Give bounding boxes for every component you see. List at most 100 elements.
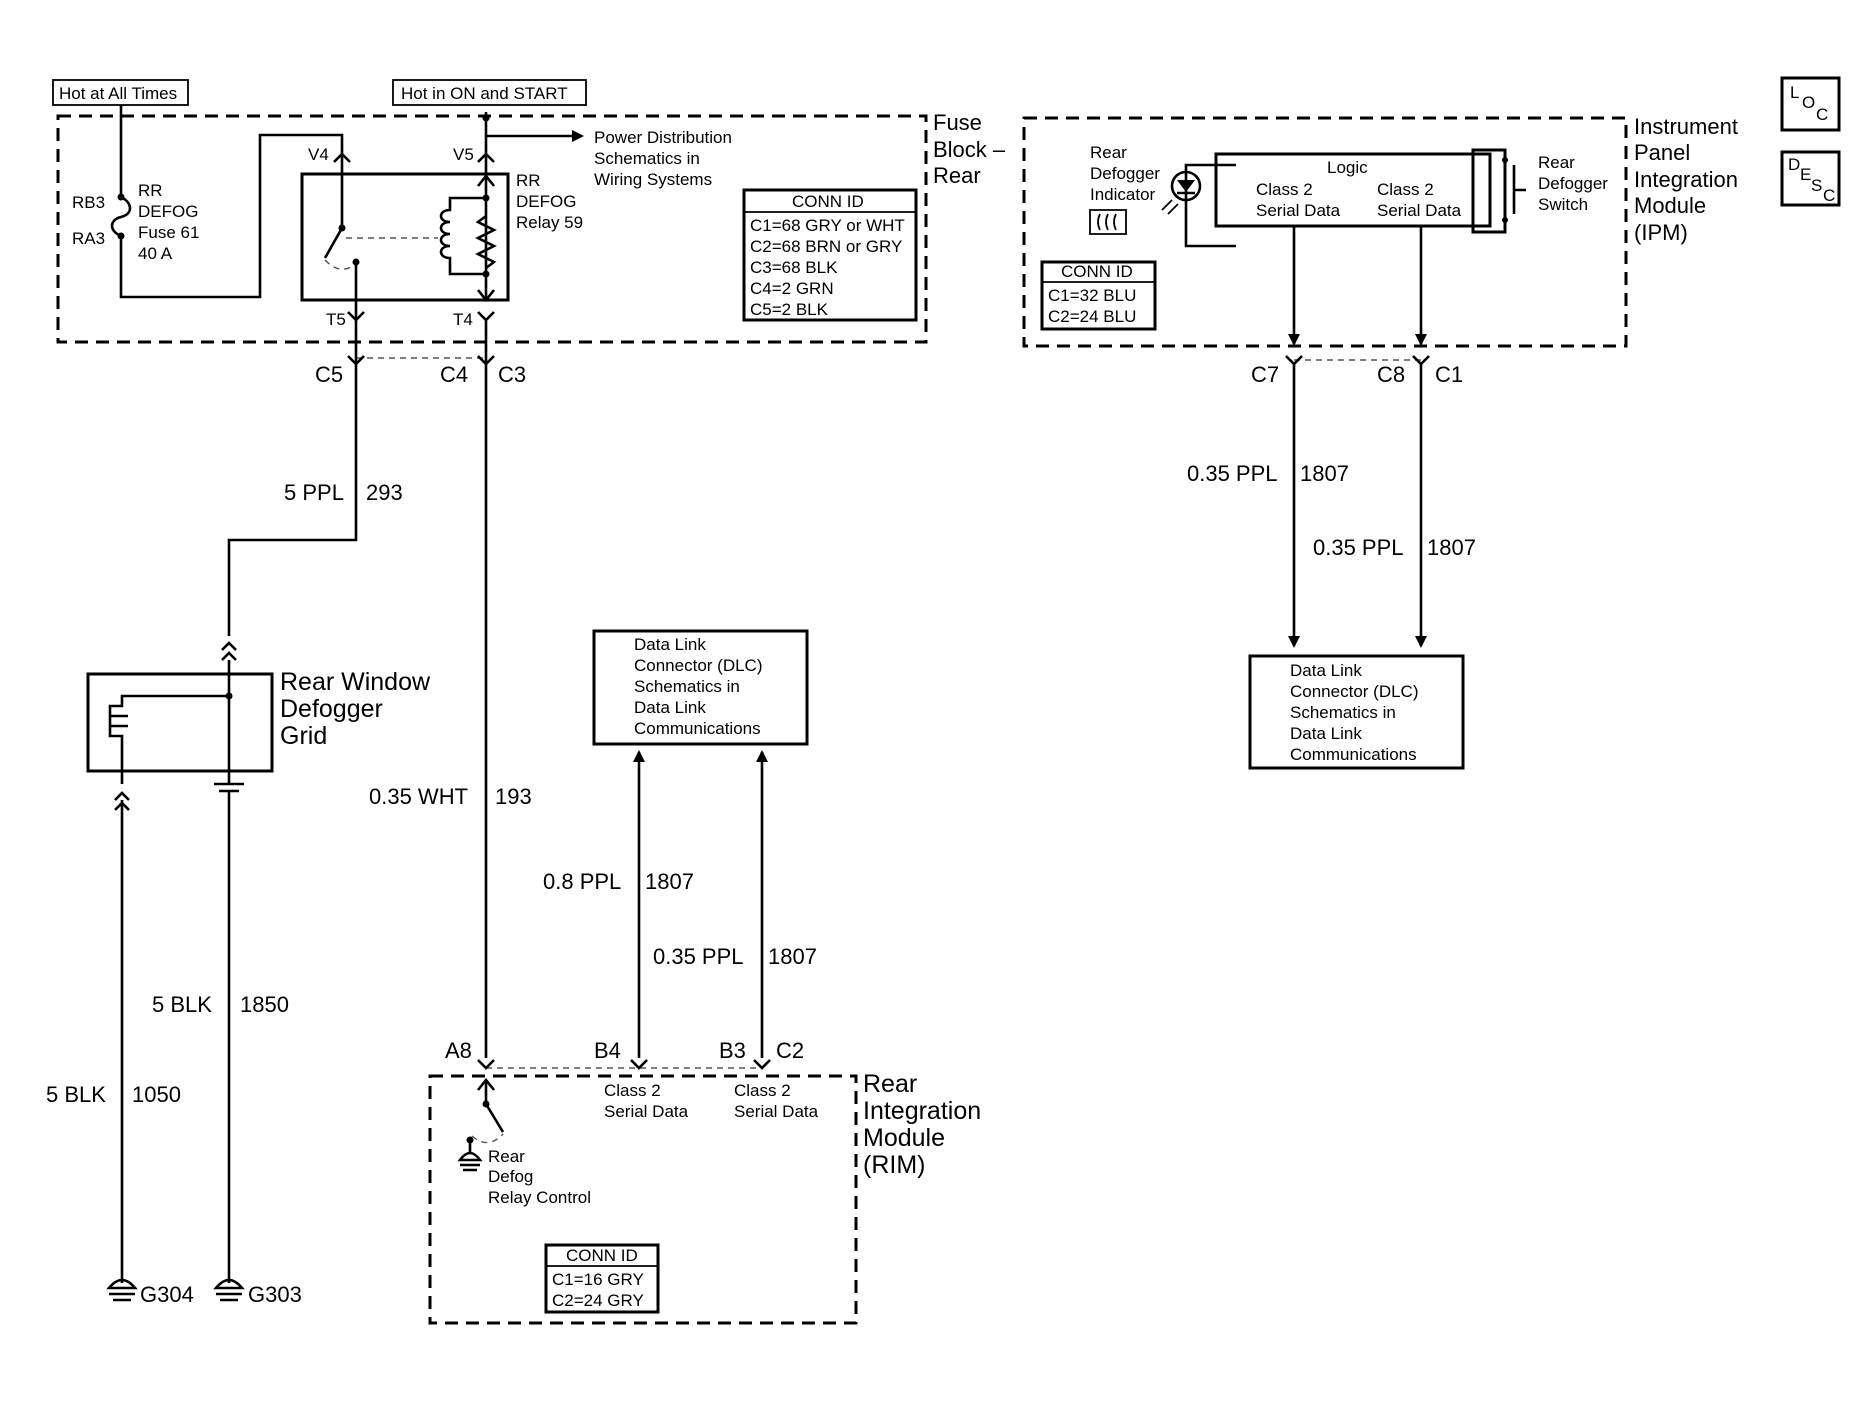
- dlc-rim-line-5: Communications: [634, 719, 761, 738]
- ipm-conn-c1: C1=32 BLU: [1048, 286, 1136, 305]
- relay-node-top: [482, 194, 490, 202]
- grid-title-2: Defogger: [280, 695, 383, 723]
- a8-label: A8: [445, 1038, 472, 1063]
- relay-label-3: Relay 59: [516, 213, 583, 232]
- ipm-serial1-1: Class 2: [1256, 180, 1313, 199]
- rim-conn-title: CONN ID: [566, 1246, 638, 1265]
- relay-switch-blade: [323, 227, 344, 259]
- rim-relay-ctrl-2: Defog: [488, 1167, 533, 1186]
- c3-label: C3: [498, 362, 526, 387]
- fuse-block-conn-c3: C3=68 BLK: [750, 258, 838, 277]
- fuse-block-conn-c2: C2=68 BRN or GRY: [750, 237, 902, 256]
- fuse-block-title-1: Fuse: [933, 110, 982, 135]
- relay-label-2: DEFOG: [516, 192, 576, 211]
- desc-button[interactable]: [1780, 150, 1841, 207]
- ipm-serial2-2: Serial Data: [1377, 201, 1462, 220]
- wire-193-circuit: 193: [495, 784, 532, 809]
- fuse-block-conn-c5: C5=2 BLK: [750, 300, 829, 319]
- connector-v4-mark: [333, 152, 351, 163]
- power-dist-label-2: Schematics in: [594, 149, 700, 168]
- grid-title-1: Rear Window: [280, 668, 431, 696]
- c4-label: C4: [440, 362, 468, 387]
- wire-1807-b4-size: 0.8 PPL: [543, 869, 621, 894]
- dlc-box-ipm: [1248, 654, 1465, 770]
- ipm-indicator-3: Indicator: [1090, 185, 1156, 204]
- fuse-block-conn-c4: C4=2 GRN: [750, 279, 834, 298]
- wire-1807-c7-circuit: 1807: [1300, 461, 1349, 486]
- desc-letter-3: S: [1811, 176, 1822, 195]
- v4-label: V4: [308, 145, 329, 164]
- grid-connector-top: [221, 641, 237, 661]
- grid-title-3: Grid: [280, 722, 327, 750]
- b3-label: B3: [719, 1038, 746, 1063]
- c5-label: C5: [315, 362, 343, 387]
- rim-serial2-2: Serial Data: [734, 1102, 819, 1121]
- dlc-rim-line-2: Connector (DLC): [634, 656, 763, 675]
- rim-title-1: Rear: [863, 1070, 917, 1098]
- fuse-block-conn-c1: C1=68 GRY or WHT: [750, 216, 905, 235]
- connector-c5-c4-marks: [347, 355, 495, 366]
- defogger-grid-box: [86, 672, 274, 773]
- ipm-logic-box: [1214, 152, 1492, 228]
- dlc-rim-line-4: Data Link: [634, 698, 706, 717]
- wire-1807-c8-size: 0.35 PPL: [1313, 535, 1404, 560]
- fuse-label-1: RR: [138, 181, 163, 200]
- rim-boundary: [428, 1074, 858, 1325]
- relay-arrows: [476, 173, 496, 303]
- ipm-conn-c2: C2=24 BLU: [1048, 307, 1136, 326]
- node-rb3: [117, 193, 125, 201]
- ipm-led-icon: [1170, 170, 1202, 202]
- wire-1807-c7-size: 0.35 PPL: [1187, 461, 1278, 486]
- fuse-label-4: 40 A: [138, 244, 173, 263]
- rim-title-2: Integration: [863, 1097, 981, 1125]
- rim-conn-id: [544, 1243, 660, 1314]
- t4-label: T4: [453, 310, 473, 329]
- ipm-conn-title: CONN ID: [1061, 262, 1133, 281]
- wire-1807-c8-circuit: 1807: [1427, 535, 1476, 560]
- v5-label: V5: [453, 145, 474, 164]
- power-dist-label-1: Power Distribution: [594, 128, 732, 147]
- ipm-serial1-2: Serial Data: [1256, 201, 1341, 220]
- fuse-block-conn-id: [742, 188, 918, 322]
- power-dist-label-3: Wiring Systems: [594, 170, 712, 189]
- fuse-label-2: DEFOG: [138, 202, 198, 221]
- rim-relay-ctrl-1: Rear: [488, 1147, 525, 1166]
- hot-on-start-box: [392, 79, 587, 106]
- fuse-symbol: [110, 195, 132, 238]
- fuse-block-title-3: Rear: [933, 163, 981, 188]
- ra3-label: RA3: [72, 229, 105, 248]
- g304-label: G304: [140, 1282, 194, 1307]
- relay-node-bottom: [482, 270, 490, 278]
- g304-ground-icon: [106, 1278, 138, 1290]
- wire-293: [227, 310, 358, 636]
- rim-title-4: (RIM): [863, 1151, 925, 1179]
- ipm-led-rays: [1161, 199, 1179, 215]
- ipm-switch-icon: [1512, 165, 1526, 214]
- c1-label: C1: [1435, 362, 1463, 387]
- ipm-led-wire: [1184, 163, 1236, 248]
- rim-serial1-1: Class 2: [604, 1081, 661, 1100]
- ipm-serial2-1: Class 2: [1377, 180, 1434, 199]
- rim-relay-switch: [484, 1103, 505, 1133]
- fuse-label-3: Fuse 61: [138, 223, 199, 242]
- ipm-switch-2: Defogger: [1538, 174, 1608, 193]
- g303-label: G303: [248, 1282, 302, 1307]
- grid-case-ground: [214, 782, 244, 793]
- dlc-rim-line-1: Data Link: [634, 635, 706, 654]
- ipm-indicator-1: Rear: [1090, 143, 1127, 162]
- relay-box: [300, 172, 510, 302]
- rb3-label: RB3: [72, 193, 105, 212]
- g303-ground-icon: [213, 1278, 245, 1290]
- ipm-switch-box: [1471, 148, 1507, 234]
- fuse-circuit-wire: [119, 105, 344, 299]
- relay-resistor: [475, 214, 497, 270]
- fuse-block-title-2: Block –: [933, 137, 1006, 162]
- ipm-boundary: [1022, 116, 1628, 348]
- dlc-ipm-line-4: Data Link: [1290, 724, 1362, 743]
- rim-ground-icon: [457, 1151, 483, 1162]
- ipm-switch-3: Switch: [1538, 195, 1588, 214]
- rim-connector-marks: [477, 1059, 771, 1070]
- grid-element: [108, 694, 229, 784]
- loc-button[interactable]: [1780, 76, 1841, 132]
